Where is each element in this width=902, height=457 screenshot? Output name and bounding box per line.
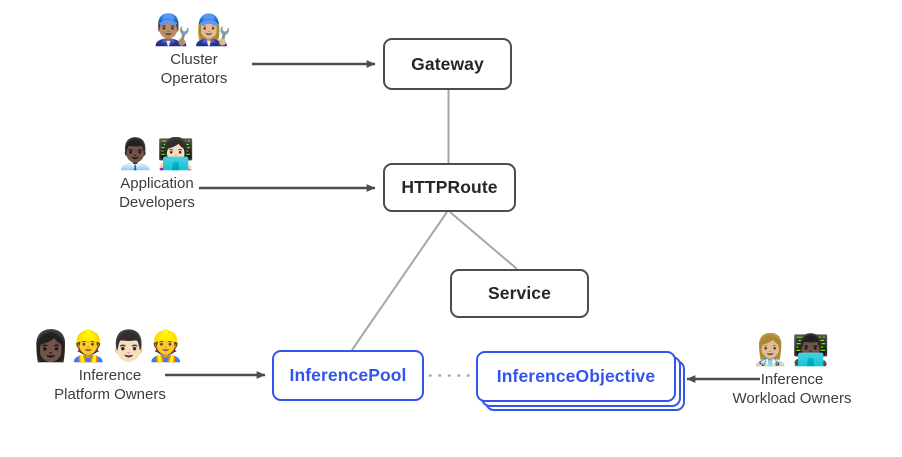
cluster-operators-emoji-icon: 👨🏽‍🔧👩🏼‍🔧: [153, 13, 235, 48]
inference-platform-owners-label-line2: Platform Owners: [54, 386, 166, 403]
inference-platform-owners-emoji-icon: 👩🏿‍👷👨🏻‍👷: [32, 329, 188, 364]
cluster-operators-label-line2: Operators: [160, 70, 228, 87]
node-inferenceobjective[interactable]: InferenceObjective: [476, 351, 676, 402]
actor-cluster-operators[interactable]: 👨🏽‍🔧👩🏼‍🔧 Cluster Operators: [134, 14, 254, 88]
edge-httproute-to-service: [449, 211, 518, 270]
edge-httproute-to-inferencepool: [351, 211, 448, 351]
inference-platform-owners-label: Inference Platform Owners: [54, 366, 166, 404]
application-developers-label-line1: Application: [120, 175, 194, 192]
node-httproute[interactable]: HTTPRoute: [383, 163, 516, 212]
inference-workload-owners-label-line2: Workload Owners: [732, 390, 852, 407]
node-service[interactable]: Service: [450, 269, 589, 318]
actor-inference-workload-owners[interactable]: 👩🏼‍⚕️👨🏿‍💻 Inference Workload Owners: [692, 334, 892, 408]
inference-platform-owners-label-line1: Inference: [78, 367, 142, 384]
node-gateway[interactable]: Gateway: [383, 38, 512, 90]
cluster-operators-label: Cluster Operators: [161, 50, 228, 88]
application-developers-emoji-icon: 👨🏿‍💼👩🏻‍💻: [116, 137, 198, 172]
actor-application-developers[interactable]: 👨🏿‍💼👩🏻‍💻 Application Developers: [67, 138, 247, 212]
inference-workload-owners-emoji-icon: 👩🏼‍⚕️👨🏿‍💻: [751, 333, 833, 368]
cluster-operators-label-line1: Cluster: [170, 51, 218, 68]
inference-workload-owners-label: Inference Workload Owners: [733, 370, 852, 408]
application-developers-label: Application Developers: [119, 174, 195, 212]
actor-inference-platform-owners[interactable]: 👩🏿‍👷👨🏻‍👷 Inference Platform Owners: [15, 330, 205, 404]
inference-workload-owners-label-line1: Inference: [760, 371, 824, 388]
application-developers-label-line2: Developers: [119, 194, 195, 211]
node-inferencepool[interactable]: InferencePool: [272, 350, 424, 401]
